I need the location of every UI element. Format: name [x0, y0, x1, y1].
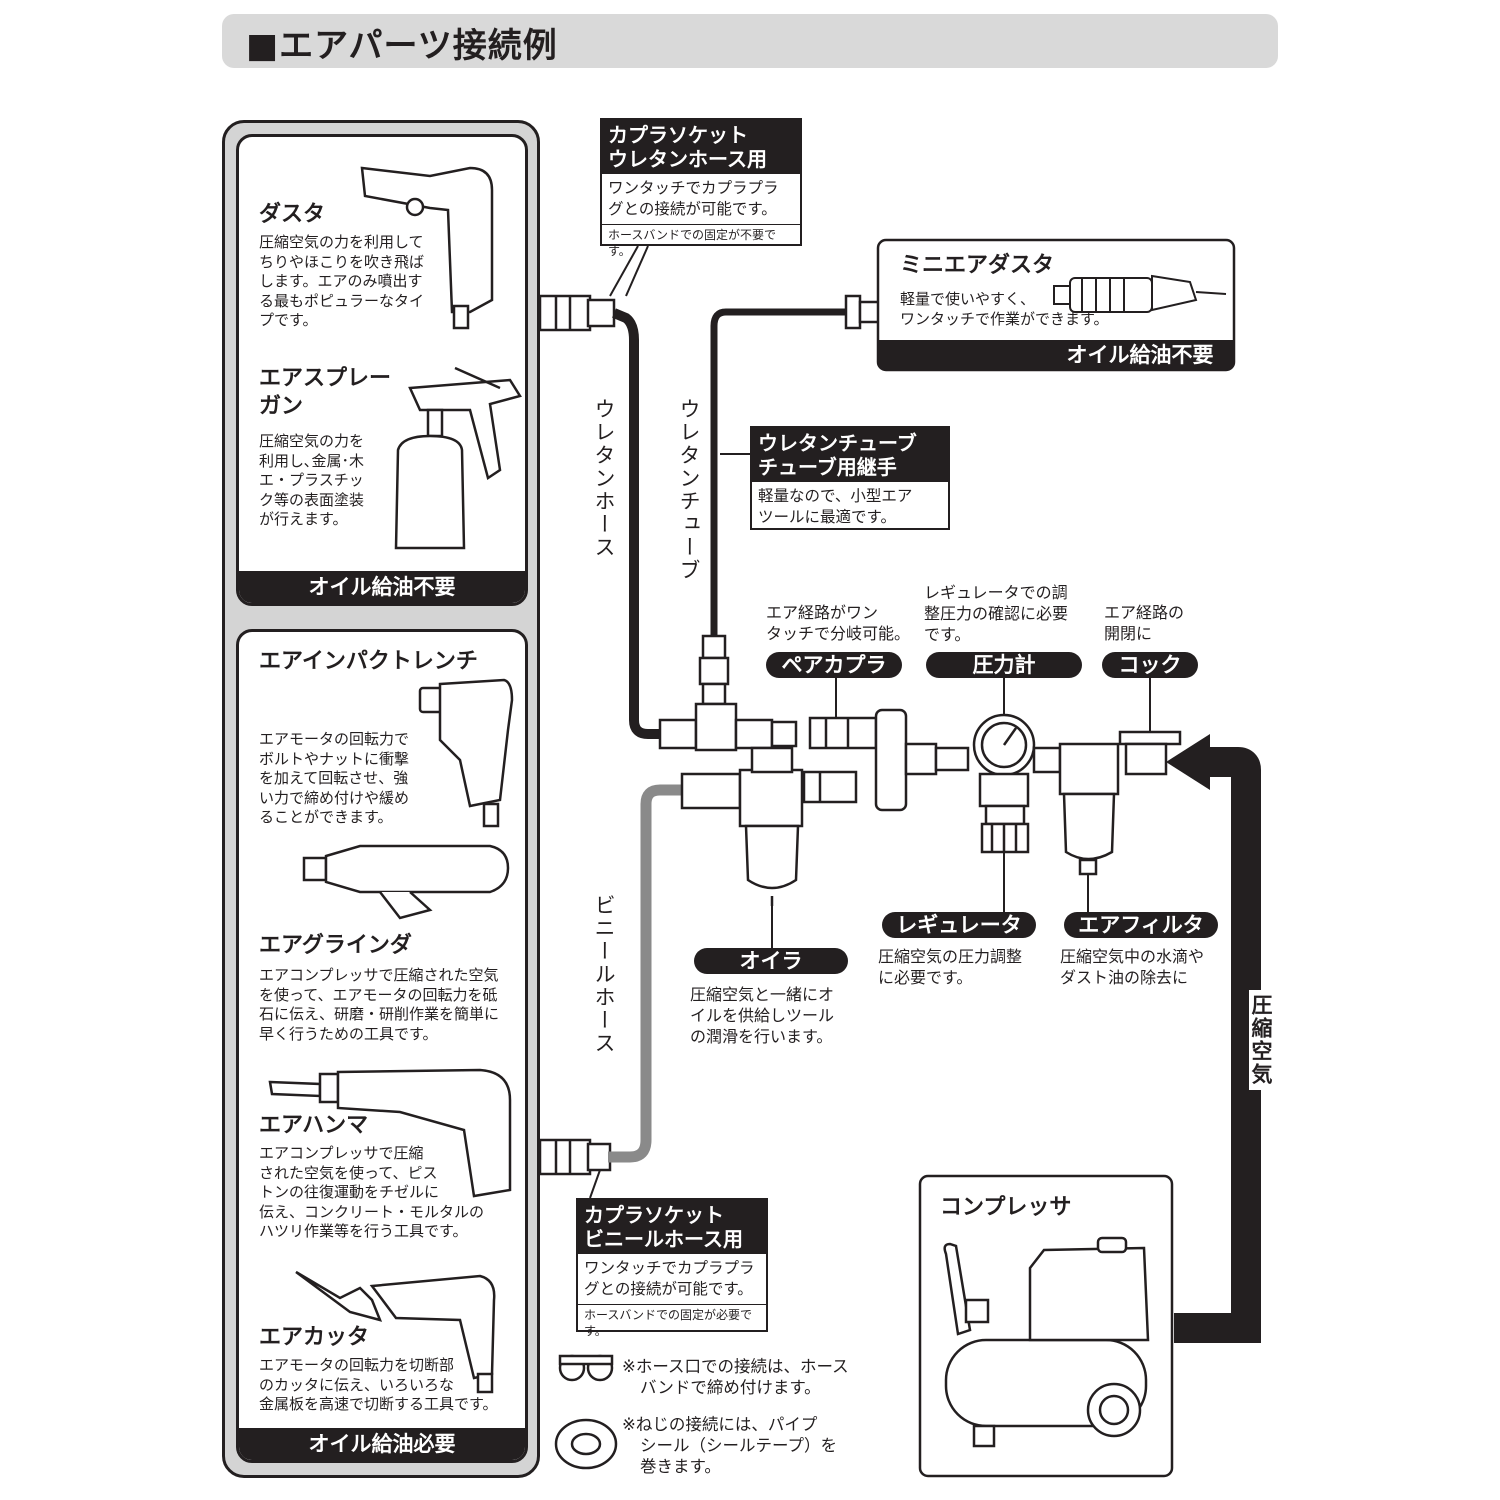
callout-coupler-urethane: カプラソケット ウレタンホース用 ワンタッチでカプラプラ グとの接続が可能です。… — [600, 118, 802, 258]
panel-footer-no-oil: オイル給油不要 — [239, 571, 525, 603]
grinder-illustration — [302, 844, 510, 920]
tool-desc-hammer: エアコンプレッサで圧縮 された空気を使って、ピス トンの往復運動をチゼルに 伝え… — [259, 1144, 485, 1240]
mini-duster-fitting — [844, 294, 882, 330]
regulator-desc: 圧縮空気の圧力調整 に必要です。 — [878, 947, 1023, 987]
callout-coupler-urethane-note: ホースバンドでの固定が不要です。 — [602, 224, 800, 263]
pressure-gauge-label: 圧力計 — [926, 652, 1082, 678]
air-filter-label: エアフィルタ — [1064, 912, 1218, 938]
cutter-illustration — [295, 1270, 496, 1394]
pressure-gauge-desc: レギュレータでの調 整圧力の確認に必要 です。 — [924, 583, 1069, 644]
tool-name-spray-gun: エアスプレー ガン — [259, 366, 392, 419]
note-hose-band: ※ホース口での接続は、ホース バンドで締め付けます。 — [622, 1357, 849, 1397]
urethane-tube-label: ウレタンチューブ — [677, 398, 701, 582]
callout-coupler-vinyl-body: ワンタッチでカプラプラ グとの接続が可能です。 — [584, 1259, 755, 1298]
panel-footer-oil-required: オイル給油必要 — [239, 1428, 525, 1460]
tube-fitting — [698, 634, 730, 706]
regulator-label: レギュレータ — [882, 912, 1036, 938]
callout-coupler-vinyl-head: カプラソケット ビニールホース用 — [578, 1200, 766, 1254]
compressed-air-line — [1174, 747, 1261, 1343]
title-bar — [222, 14, 1278, 68]
compressed-air-label: 圧縮空気 — [1249, 990, 1273, 1090]
callout-urethane-tube-head: ウレタンチューブ チューブ用継手 — [752, 428, 948, 482]
spray-gun-illustration — [394, 366, 522, 550]
compressed-air-arrowhead — [1166, 734, 1210, 790]
vinyl-hose-label: ビニールホース — [592, 894, 616, 1055]
compressor-name: コンプレッサ — [940, 1195, 1072, 1220]
cock-desc: エア経路の 開閉に — [1104, 603, 1185, 643]
cock-label: コック — [1102, 652, 1198, 678]
tool-name-hammer: エアハンマ — [259, 1113, 369, 1138]
pair-coupler — [802, 708, 908, 812]
callout-coupler-urethane-head: カプラソケット ウレタンホース用 — [602, 120, 800, 174]
mini-duster-name: ミニエアダスタ — [900, 253, 1055, 278]
coupler-socket-urethane — [538, 294, 616, 332]
tool-desc-spray-gun: 圧縮空気の力を 利用し､金属･木 エ・プラスチッ ク等の表面塗装 が行えます。 — [259, 432, 365, 528]
oiler — [680, 746, 804, 906]
urethane-hose-label: ウレタンホース — [592, 398, 616, 559]
oiler-label: オイラ — [694, 948, 848, 974]
tool-desc-cutter: エアモータの回転力を切断部 のカッタに伝え、いろいろな 金属板を高速で切断する工… — [259, 1356, 498, 1413]
callout-pointer-urethane — [609, 245, 639, 297]
callout-coupler-vinyl: カプラソケット ビニールホース用 ワンタッチでカプラプラ グとの接続が可能です。… — [576, 1198, 768, 1338]
coupler-socket-vinyl — [538, 1138, 612, 1176]
page-title: ■エアパーツ接続例 — [246, 26, 558, 66]
tee-junction — [658, 702, 798, 752]
callout-pointer-vinyl — [589, 1169, 601, 1199]
compressor-illustration — [943, 1236, 1150, 1448]
cock-valve — [1118, 730, 1182, 776]
pressure-gauge — [972, 713, 1036, 777]
duster-illustration — [360, 166, 494, 330]
tool-name-duster: ダスタ — [259, 202, 326, 227]
pair-coupler-label: ペアカプラ — [766, 652, 902, 678]
callout-urethane-tube: ウレタンチューブ チューブ用継手 軽量なので、小型エア ツールに最適です。 — [750, 426, 950, 530]
tool-desc-duster: 圧縮空気の力を利用して ちりやほこりを吹き飛ば します。エアのみ噴出す る最もポ… — [259, 233, 425, 329]
vinyl-hose — [608, 784, 682, 1163]
note-seal-tape: ※ねじの接続には、パイプ シール（シールテープ）を 巻きます。 — [622, 1415, 838, 1476]
mini-duster-illustration — [1053, 274, 1227, 313]
regulator — [978, 772, 1030, 854]
air-filter-desc: 圧縮空気中の水滴や ダスト油の除去に — [1060, 947, 1205, 987]
tool-name-impact-wrench: エアインパクトレンチ — [259, 649, 478, 674]
tool-desc-impact-wrench: エアモータの回転力で ボルトやナットに衝撃 を加えて回転させ、強 い力で締め付け… — [259, 730, 410, 826]
hammer-illustration — [268, 1068, 512, 1198]
impact-wrench-illustration — [418, 678, 514, 828]
urethane-tube — [710, 308, 848, 636]
urethane-hose — [612, 308, 660, 739]
tool-name-grinder: エアグラインダ — [259, 933, 412, 958]
callout-pointer-urethane-2 — [625, 245, 649, 297]
callout-coupler-vinyl-note: ホースバンドでの固定が必要です。 — [578, 1304, 766, 1343]
tool-desc-grinder: エアコンプレッサで圧縮された空気 を使って、エアモータの回転力を砥 石に伝え、研… — [259, 966, 500, 1043]
hose-band-icon — [558, 1354, 614, 1382]
pair-coupler-desc: エア経路がワン タッチで分岐可能。 — [766, 603, 911, 643]
callout-coupler-urethane-body: ワンタッチでカプラプラ グとの接続が可能です。 — [608, 179, 779, 218]
oiler-desc: 圧縮空気と一緒にオ イルを供給しツール の潤滑を行います。 — [690, 985, 835, 1046]
mini-duster-footer-bg — [878, 340, 1234, 370]
air-filter — [1032, 742, 1120, 876]
tool-name-cutter: エアカッタ — [259, 1325, 370, 1350]
mini-duster-footer: オイル給油不要 — [1066, 343, 1214, 367]
mini-duster-desc: 軽量で使いやすく、 ワンタッチで作業ができます。 — [900, 290, 1109, 328]
seal-tape-icon — [554, 1418, 618, 1470]
regulator-inlet — [904, 742, 970, 776]
callout-urethane-tube-body: 軽量なので、小型エア ツールに最適です。 — [758, 487, 913, 526]
